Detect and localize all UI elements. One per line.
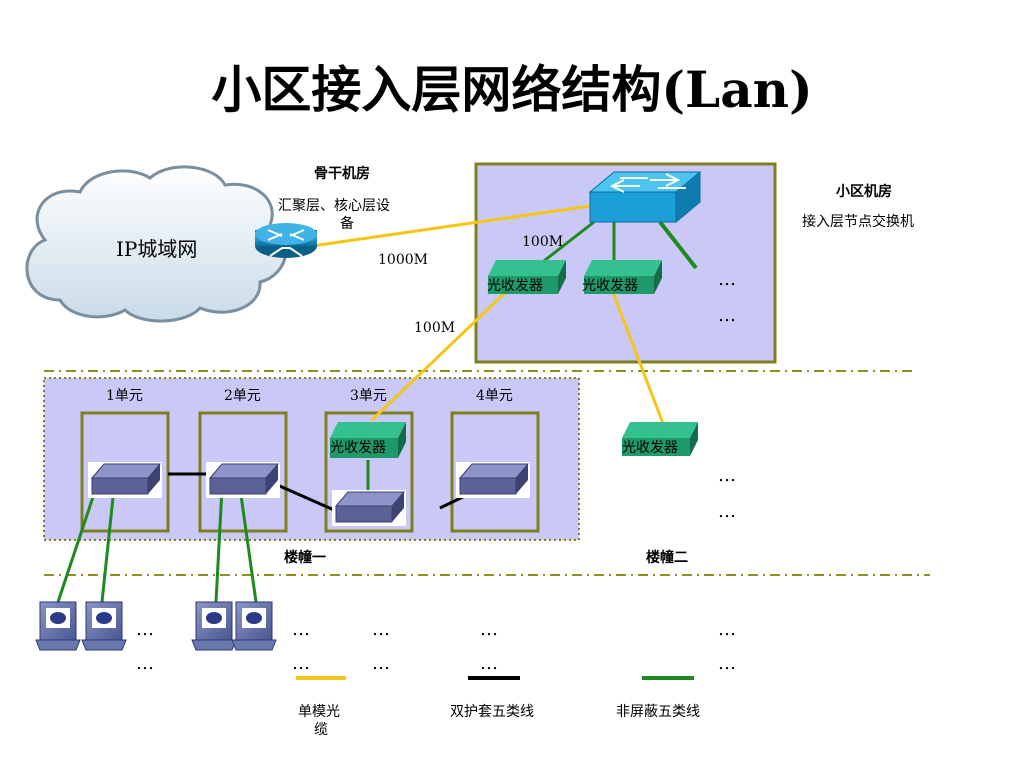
- legend-label-fiber: 单模光: [298, 704, 340, 720]
- router-icon: [255, 223, 317, 258]
- link-speed-100m-switch: 100M: [522, 234, 564, 250]
- ellipsis-pc-a2: …: [136, 653, 154, 674]
- layer3-switch-icon: [588, 170, 702, 224]
- community-room-title: 小区机房: [836, 184, 892, 200]
- page-title: 小区接入层网络结构(Lan): [211, 60, 813, 119]
- ellipsis-pc-b1: …: [292, 619, 310, 640]
- utp-switch-tx1: [539, 220, 595, 266]
- transceiver-icon: [488, 260, 566, 294]
- ellipsis-pc-d1: …: [480, 619, 498, 640]
- unit-label-1: 1单元: [106, 388, 143, 404]
- link-speed-1000m: 1000M: [378, 252, 428, 268]
- ellipsis-pc-c2: …: [372, 653, 390, 674]
- transceiver-icon: [584, 260, 662, 294]
- backbone-devices-label-cont: 备: [340, 216, 354, 232]
- workgroup-switch-icon: [88, 462, 162, 498]
- community-room-subtitle: 接入层节点交换机: [802, 214, 914, 230]
- workgroup-switch-icon: [332, 490, 406, 526]
- legend-label-utp: 非屏蔽五类线: [616, 704, 700, 720]
- ellipsis-pc-b2: …: [292, 653, 310, 674]
- ellipsis-b2-1: …: [718, 465, 736, 486]
- ellipsis-room-1: …: [718, 269, 736, 290]
- unit-label-4: 4单元: [476, 388, 513, 404]
- building-two-label: 楼幢二: [646, 550, 688, 566]
- pc-workstation-icon: [35, 601, 81, 651]
- cloud-label: IP城域网: [116, 237, 198, 261]
- ellipsis-b2-2: …: [718, 501, 736, 522]
- fiber-to-unit3: [370, 288, 510, 422]
- utp-switch-more: [658, 220, 698, 270]
- backbone-devices-label: 汇聚层、核心层设: [278, 198, 390, 214]
- transceiver-label: 光收发器: [582, 278, 638, 294]
- cloud-icon: [25, 165, 288, 323]
- transceiver-icon: [622, 422, 698, 456]
- transceiver-icon: [330, 422, 406, 458]
- fiber-router-switch: [311, 204, 591, 248]
- workgroup-switch-icon: [456, 462, 530, 498]
- ellipsis-room-2: …: [718, 305, 736, 326]
- utp-pc-4: [238, 487, 258, 603]
- transceiver-label: 光收发器: [622, 440, 678, 456]
- ellipsis-pc-a1: …: [136, 619, 154, 640]
- legend-label-fiber-cont: 缆: [314, 722, 328, 738]
- pc-workstation-icon: [231, 601, 277, 651]
- fiber-to-building2: [610, 289, 666, 427]
- pc-workstation-icon: [81, 601, 127, 651]
- ellipsis-pc-e1: …: [718, 619, 736, 640]
- transceiver-label: 光收发器: [487, 278, 543, 294]
- ellipsis-pc-c1: …: [372, 619, 390, 640]
- legend-label-stp: 双护套五类线: [450, 704, 534, 720]
- backbone-room-label: 骨干机房: [314, 166, 370, 182]
- link-speed-100m-unit3: 100M: [414, 320, 456, 336]
- utp-pc-2: [100, 487, 116, 603]
- ellipsis-pc-d2: …: [480, 653, 498, 674]
- workgroup-switch-icon: [206, 462, 280, 498]
- unit-label-2: 2单元: [224, 388, 261, 404]
- transceiver-label: 光收发器: [330, 440, 386, 456]
- utp-pc-3: [214, 487, 224, 603]
- utp-pc-1: [56, 487, 98, 603]
- pc-workstation-icon: [191, 601, 237, 651]
- building-one-label: 楼幢一: [284, 550, 326, 566]
- ellipsis-pc-e2: …: [718, 653, 736, 674]
- unit-label-3: 3单元: [350, 388, 387, 404]
